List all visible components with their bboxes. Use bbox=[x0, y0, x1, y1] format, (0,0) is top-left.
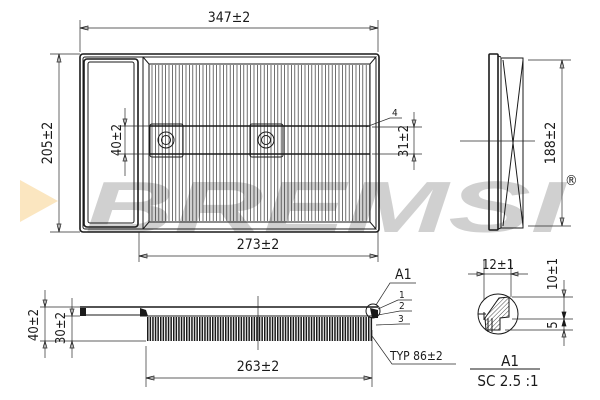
front-view: 40±2 30±2 263±2 A1 1 2 3 TYP 86±2 bbox=[27, 267, 456, 387]
callout-2: 2 bbox=[399, 301, 405, 312]
dim-overall-width: 205±2 bbox=[40, 53, 80, 233]
dim-overall-length-label: 347±2 bbox=[208, 10, 251, 26]
detail-ref-a1: A1 bbox=[395, 267, 412, 283]
watermark-text: BREMSI bbox=[85, 168, 568, 248]
dim-pleat-length-label: 273±2 bbox=[237, 237, 280, 253]
dim-pleat-length: 273±2 bbox=[138, 232, 379, 262]
mount-lug-left bbox=[149, 123, 184, 158]
detail-width-label: 12±1 bbox=[482, 258, 514, 273]
dim-overall-length: 347±2 bbox=[79, 10, 379, 52]
dim-pleat-height-label: 30±2 bbox=[54, 312, 69, 344]
callout-3: 3 bbox=[398, 314, 404, 325]
dim-overall-width-label: 205±2 bbox=[40, 122, 56, 165]
mount-lug-right bbox=[249, 123, 284, 158]
dim-band-width: 31±2 4 bbox=[365, 108, 422, 170]
pleat-count-label: TYP 86±2 bbox=[389, 349, 443, 363]
detail-title: A1 bbox=[501, 352, 519, 370]
brand-watermark: BREMSI ® bbox=[20, 168, 578, 248]
registered-mark: ® bbox=[565, 173, 578, 189]
detail-lip-label: 5 bbox=[546, 321, 561, 328]
callout-1: 1 bbox=[399, 290, 405, 301]
dim-band-width-label: 31±2 bbox=[397, 125, 412, 157]
dim-side-height-label: 188±2 bbox=[543, 122, 559, 165]
pleat-comb-front bbox=[147, 317, 373, 341]
top-view bbox=[79, 53, 380, 233]
side-view: 188±2 bbox=[460, 53, 571, 231]
dim-lug-width: 40±2 bbox=[110, 108, 150, 176]
detail-a1: 12±1 10±1 5 A1 SC 2.5 :1 bbox=[468, 258, 573, 390]
watermark-triangle-icon bbox=[20, 180, 58, 222]
detail-height-label: 10±1 bbox=[546, 258, 561, 290]
dim-pleat-span-label: 263±2 bbox=[237, 359, 280, 375]
pleat-lines-top bbox=[151, 65, 370, 221]
detail-scale: SC 2.5 :1 bbox=[477, 372, 538, 390]
dim-lug-width-label: 40±2 bbox=[110, 124, 125, 156]
callout-4: 4 bbox=[392, 108, 398, 119]
dim-total-height-label: 40±2 bbox=[27, 309, 42, 341]
